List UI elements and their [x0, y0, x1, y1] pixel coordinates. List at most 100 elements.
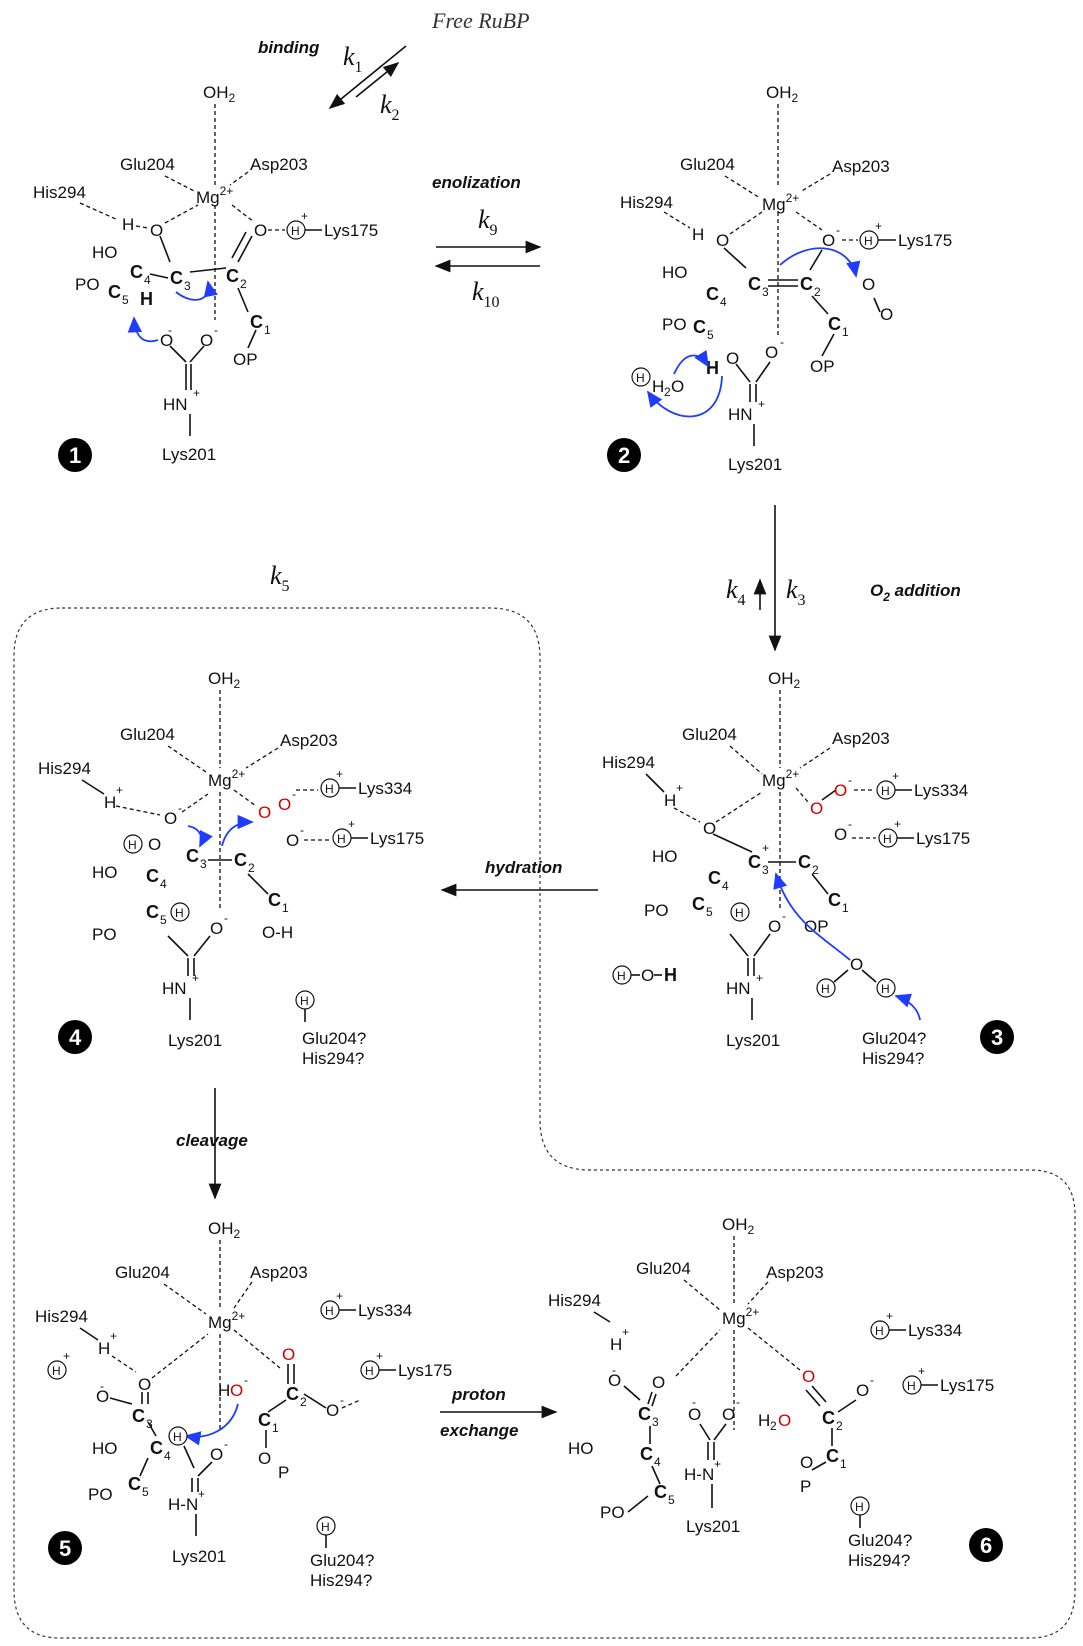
svg-text:1: 1	[840, 1457, 847, 1471]
svg-text:O: O	[856, 1381, 869, 1400]
svg-text:Lys175: Lys175	[916, 829, 970, 848]
mg-ion: Mg2+	[196, 184, 233, 207]
svg-text:-: -	[178, 801, 182, 815]
svg-text:O: O	[688, 1405, 701, 1424]
svg-text:HO: HO	[92, 243, 118, 262]
svg-text:-: -	[224, 911, 228, 925]
svg-text:PO: PO	[88, 1485, 113, 1504]
svg-text:O: O	[282, 1345, 295, 1364]
svg-text:H: H	[907, 1379, 916, 1393]
svg-text:5: 5	[668, 1493, 675, 1507]
svg-text:-: -	[848, 773, 852, 787]
svg-text:+: +	[116, 783, 123, 797]
svg-text:C: C	[146, 866, 159, 886]
svg-text:PO: PO	[644, 901, 669, 920]
svg-text:+: +	[918, 1364, 925, 1378]
svg-text:H: H	[735, 906, 744, 920]
svg-text:O: O	[850, 955, 863, 974]
svg-text:H: H	[140, 289, 153, 309]
svg-text:C: C	[692, 894, 705, 914]
svg-text:H: H	[664, 965, 677, 985]
svg-text:C: C	[132, 1406, 145, 1426]
glu204-label: Glu204	[120, 155, 175, 174]
svg-text:C: C	[826, 1446, 839, 1466]
svg-text:1: 1	[272, 1421, 279, 1435]
svg-text:+: +	[758, 397, 765, 411]
svg-text:H: H	[706, 358, 719, 378]
svg-text:O: O	[822, 231, 835, 250]
svg-text:5: 5	[706, 905, 713, 919]
svg-text:C: C	[828, 890, 841, 910]
svg-text:-: -	[340, 1393, 344, 1407]
svg-text:HO: HO	[652, 847, 678, 866]
svg-text:5: 5	[160, 913, 167, 927]
svg-text:O: O	[810, 799, 823, 818]
svg-text:His294: His294	[35, 1307, 88, 1326]
svg-text:Lys334: Lys334	[358, 779, 412, 798]
svg-text:C: C	[226, 266, 239, 286]
svg-text:H: H	[692, 225, 704, 244]
svg-text:H: H	[291, 224, 300, 238]
svg-text:Lys175: Lys175	[940, 1376, 994, 1395]
svg-text:PO: PO	[75, 275, 100, 294]
svg-text:-: -	[168, 323, 172, 337]
structure-4: OH2 Mg2+ Glu204 Asp203 His294 H + O - O …	[38, 669, 424, 1068]
svg-text:C: C	[706, 284, 719, 304]
svg-text:+: +	[336, 767, 343, 781]
svg-text:O: O	[160, 331, 173, 350]
svg-text:His294?: His294?	[310, 1571, 372, 1590]
svg-text:H: H	[881, 784, 890, 798]
svg-text:O: O	[641, 966, 654, 985]
svg-text:O: O	[230, 1381, 243, 1400]
svg-text:C: C	[654, 1482, 667, 1502]
svg-text:H: H	[218, 1381, 230, 1400]
svg-text:3: 3	[762, 863, 769, 877]
svg-text:C: C	[250, 312, 263, 332]
svg-text:Glu204?: Glu204?	[310, 1551, 374, 1570]
k2-label: k2	[380, 90, 400, 124]
svg-text:-: -	[870, 1373, 874, 1387]
svg-text:Lys201: Lys201	[686, 1517, 740, 1536]
step-5-badge: 5	[59, 1536, 71, 1561]
svg-text:OH2: OH2	[208, 1219, 241, 1241]
exchange-label: exchange	[440, 1421, 518, 1440]
svg-text:+: +	[892, 769, 899, 783]
svg-text:H: H	[610, 1335, 622, 1354]
svg-text:-: -	[692, 1395, 696, 1409]
svg-text:-: -	[836, 223, 840, 237]
svg-text:O: O	[716, 231, 729, 250]
svg-text:H: H	[617, 969, 626, 983]
svg-text:O: O	[258, 1449, 271, 1468]
svg-text:-: -	[782, 909, 786, 923]
svg-text:H: H	[875, 1324, 884, 1338]
svg-text:OH2: OH2	[768, 669, 801, 691]
svg-text:Mg2+: Mg2+	[762, 191, 799, 214]
svg-text:2: 2	[836, 1419, 843, 1433]
svg-text:Lys175: Lys175	[898, 231, 952, 250]
svg-text:5: 5	[142, 1485, 149, 1499]
svg-text:2: 2	[664, 385, 671, 399]
lys175-label: Lys175	[324, 221, 378, 240]
svg-text:O: O	[722, 1405, 735, 1424]
svg-text:O: O	[164, 809, 177, 828]
svg-text:+: +	[193, 386, 200, 400]
svg-text:O: O	[862, 275, 875, 294]
his294-label: His294	[33, 183, 86, 202]
svg-text:HO: HO	[662, 263, 688, 282]
svg-text:4: 4	[654, 1455, 661, 1469]
svg-text:+: +	[348, 817, 355, 831]
svg-text:PO: PO	[662, 315, 687, 334]
svg-text:H: H	[104, 793, 116, 812]
svg-text:PO: PO	[92, 925, 117, 944]
svg-text:H: H	[325, 782, 334, 796]
svg-text:Lys201: Lys201	[726, 1031, 780, 1050]
svg-text:H: H	[321, 1520, 330, 1534]
svg-text:H: H	[175, 906, 184, 920]
svg-text:+: +	[110, 1329, 117, 1343]
svg-text:H: H	[636, 371, 645, 385]
svg-text:H-N: H-N	[684, 1465, 714, 1484]
step-4-badge: 4	[69, 1025, 82, 1050]
svg-text:1: 1	[842, 325, 849, 339]
svg-text:O: O	[286, 831, 299, 850]
